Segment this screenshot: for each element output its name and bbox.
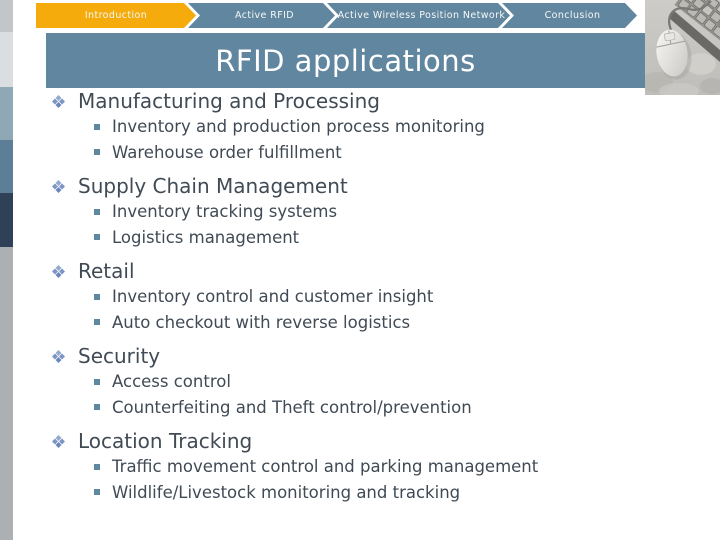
section-heading: Supply Chain Management [46,173,686,199]
application-section: Supply Chain Management Inventory tracki… [46,173,686,250]
application-section: Retail Inventory control and customer in… [46,258,686,335]
section-heading-label: Retail [78,259,135,283]
section-items: Access control Counterfeiting and Theft … [46,369,686,420]
square-bullet-icon [94,463,100,470]
strip-band-4 [0,140,13,193]
section-items: Traffic movement control and parking man… [46,454,686,505]
section-heading-label: Location Tracking [78,429,253,453]
breadcrumb-step[interactable]: Active Wireless Position Network [327,3,510,28]
list-item-label: Inventory and production process monitor… [112,117,485,136]
diamond-bullet-icon [52,349,65,363]
square-bullet-icon [94,489,100,496]
list-item: Inventory and production process monitor… [46,114,686,140]
list-item-label: Counterfeiting and Theft control/prevent… [112,397,472,417]
diamond-bullet-icon [52,264,65,278]
square-bullet-icon [94,319,100,326]
square-bullet-icon [94,208,100,215]
square-bullet-icon [94,378,100,385]
list-item: Counterfeiting and Theft control/prevent… [46,395,686,421]
diamond-bullet-icon [52,179,65,193]
strip-band-2 [0,32,13,87]
section-items: Inventory and production process monitor… [46,114,686,165]
list-item-label: Traffic movement control and parking man… [112,457,539,476]
list-item-label: Inventory tracking systems [112,202,338,221]
square-bullet-icon [94,123,100,130]
mouse-keyboard-illustration [641,0,720,99]
list-item: Access control [46,369,686,395]
list-item-label: Access control [112,372,231,391]
list-item: Auto checkout with reverse logistics [46,310,686,336]
square-bullet-icon [94,234,100,241]
left-accent-strip [0,0,13,540]
application-section: Manufacturing and Processing Inventory a… [46,88,686,165]
breadcrumb-step[interactable]: Introduction [36,3,196,28]
square-bullet-icon [94,149,100,156]
strip-band-3 [0,87,13,140]
breadcrumb-step[interactable]: Active RFID [188,3,335,28]
application-section: Location Tracking Traffic movement contr… [46,428,686,505]
list-item-label: Warehouse order fulfillment [112,142,342,162]
breadcrumb-label: Active RFID [235,10,294,21]
list-item: Warehouse order fulfillment [46,140,686,166]
section-items: Inventory control and customer insight A… [46,284,686,335]
strip-band-5 [0,193,13,247]
section-heading-label: Manufacturing and Processing [78,89,380,113]
list-item-label: Auto checkout with reverse logistics [112,312,411,332]
diamond-bullet-icon [52,434,65,448]
section-heading: Retail [46,258,686,284]
section-heading: Manufacturing and Processing [46,88,686,114]
list-item: Traffic movement control and parking man… [46,454,686,480]
section-heading: Security [46,343,686,369]
breadcrumb-label: Conclusion [544,10,601,21]
application-section: Security Access control Counterfeiting a… [46,343,686,420]
list-item: Wildlife/Livestock monitoring and tracki… [46,480,686,506]
breadcrumb-label: Active Wireless Position Network [337,10,506,21]
section-heading: Location Tracking [46,428,686,454]
mouse-and-keyboard-photo [641,0,720,99]
list-item: Inventory tracking systems [46,199,686,225]
list-item: Inventory control and customer insight [46,284,686,310]
page-title: RFID applications [215,43,476,78]
list-item-label: Logistics management [112,227,300,247]
list-item: Logistics management [46,225,686,251]
breadcrumb-label: Introduction [84,10,148,21]
strip-band-6 [0,247,13,540]
list-item-label: Inventory control and customer insight [112,287,434,306]
square-bullet-icon [94,293,100,300]
section-items: Inventory tracking systems Logistics man… [46,199,686,250]
title-bar: RFID applications [46,33,645,88]
square-bullet-icon [94,404,100,411]
breadcrumb: Introduction Active RFID Active Wireless… [0,0,720,33]
section-heading-label: Supply Chain Management [78,174,348,198]
section-heading-label: Security [78,344,161,368]
list-item-label: Wildlife/Livestock monitoring and tracki… [112,482,461,502]
diamond-bullet-icon [52,94,65,108]
applications-list: Manufacturing and Processing Inventory a… [46,88,686,513]
strip-band-1 [0,0,13,32]
breadcrumb-step[interactable]: Conclusion [502,3,637,28]
